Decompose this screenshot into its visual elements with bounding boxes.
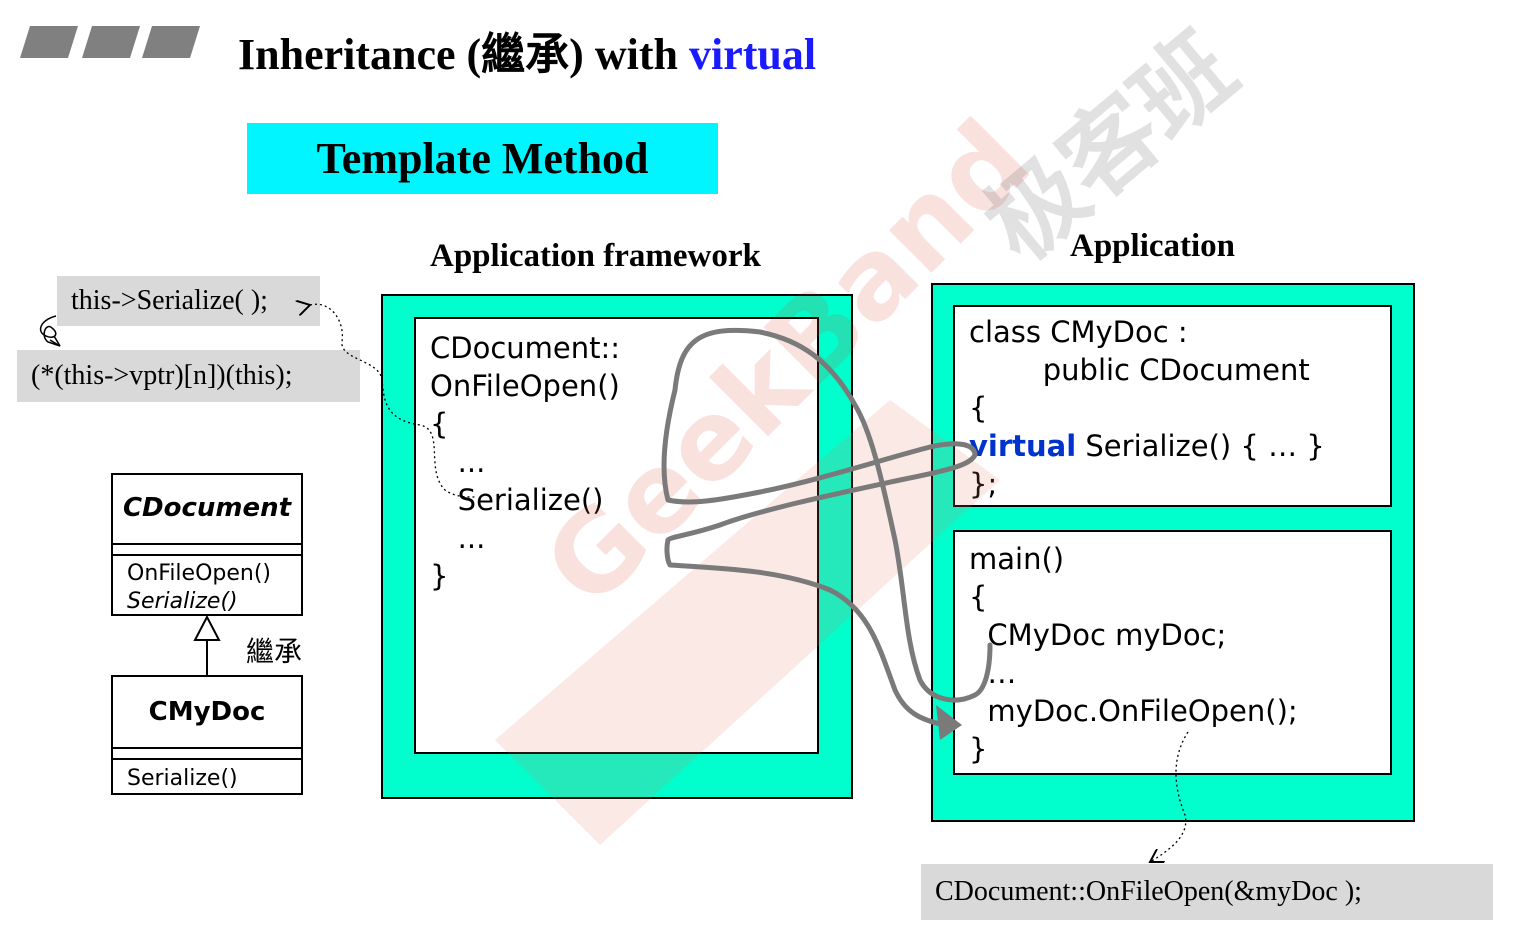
title-text: Inheritance (繼承) with — [238, 30, 689, 79]
framework-heading: Application framework — [430, 238, 761, 274]
main-code: main(){ CMyDoc myDoc; … myDoc.OnFileOpen… — [969, 542, 1298, 766]
watermark-band — [495, 400, 1000, 845]
onfileopen-call: myDoc.OnFileOpen(); — [969, 694, 1298, 728]
uml-class-cmydoc: CMyDoc Serialize() — [111, 675, 303, 795]
uml-cdocument-name: CDocument — [122, 493, 292, 523]
expanded-call-note: CDocument::OnFileOpen(&myDoc ); — [921, 864, 1493, 920]
this-serialize-note: this->Serialize( ); — [57, 276, 320, 326]
uml-cmydoc-name: CMyDoc — [148, 697, 266, 727]
dotted-connector-serialize — [310, 304, 477, 498]
serialize-call: Serialize() — [430, 483, 604, 517]
uml-op-serialize: Serialize() — [127, 766, 238, 791]
title-bars-decoration — [20, 26, 200, 58]
dotted-connector-expanded — [1150, 731, 1189, 862]
flow-loop — [661, 327, 993, 728]
vptr-note: (*(this->vptr)[n])(this); — [17, 350, 360, 402]
class-code: class CMyDoc : public CDocument{virtual … — [969, 315, 1325, 501]
application-heading: Application — [1070, 228, 1236, 264]
framework-code-box: CDocument::OnFileOpen(){ ... Serialize()… — [414, 317, 819, 754]
framework-code: CDocument::OnFileOpen(){ ... Serialize()… — [430, 331, 621, 593]
uml-inheritance-arrowhead — [193, 614, 221, 641]
virtual-keyword: virtual — [969, 429, 1077, 463]
title-keyword: virtual — [688, 30, 817, 79]
inherit-label: 繼承 — [246, 637, 303, 668]
pattern-label: Template Method — [247, 123, 718, 194]
uml-op-serialize-abstract: Serialize() — [127, 589, 238, 614]
class-definition-box: class CMyDoc : public CDocument{virtual … — [953, 305, 1392, 507]
curl-arrow-icon — [39, 315, 61, 347]
uml-op-onfileopen: OnFileOpen() — [127, 561, 271, 586]
page-title: Inheritance (繼承) with virtual — [238, 18, 816, 82]
flow-arrowhead — [936, 705, 962, 740]
main-function-box: main(){ CMyDoc myDoc; … myDoc.OnFileOpen… — [953, 530, 1392, 775]
